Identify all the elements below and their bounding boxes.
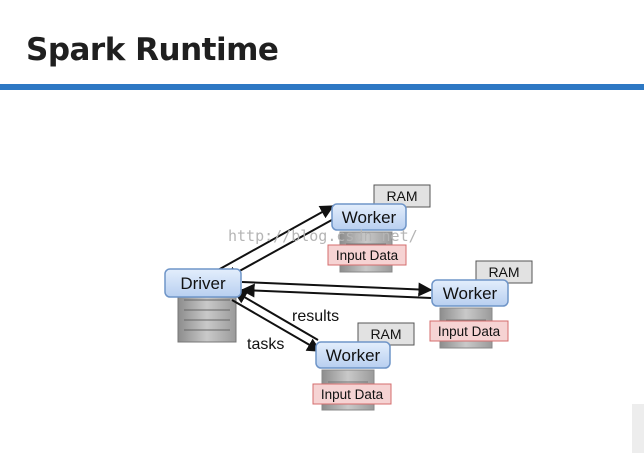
driver-label: Driver (180, 274, 226, 293)
arrow-driver-to-worker-2 (240, 281, 433, 299)
input-data-label: Input Data (321, 387, 384, 402)
worker-node: RAM Worker Input Data (312, 322, 415, 405)
page-title: Spark Runtime (26, 32, 279, 68)
worker-label: Worker (342, 208, 397, 227)
worker-label: Worker (443, 284, 498, 303)
watermark-text: http://blog.csdn.net/ (228, 227, 418, 245)
worker-node: RAM Worker Input Data (429, 260, 533, 342)
tasks-label: tasks (247, 336, 284, 353)
ram-label: RAM (488, 264, 519, 280)
driver-server-icon (177, 289, 237, 343)
worker-label: Worker (326, 346, 381, 365)
driver-node: Driver (164, 268, 242, 298)
arrow-driver-to-worker-1 (217, 205, 340, 280)
worker-node: RAM Worker Input Data (327, 184, 431, 266)
arrow-driver-to-worker-3 (231, 290, 322, 352)
input-data-label: Input Data (438, 324, 501, 339)
scrollbar-fragment (632, 404, 644, 453)
ram-label: RAM (386, 188, 417, 204)
results-label: results (292, 308, 339, 325)
ram-label: RAM (370, 326, 401, 342)
input-data-label: Input Data (336, 248, 399, 263)
title-underline (0, 84, 644, 90)
